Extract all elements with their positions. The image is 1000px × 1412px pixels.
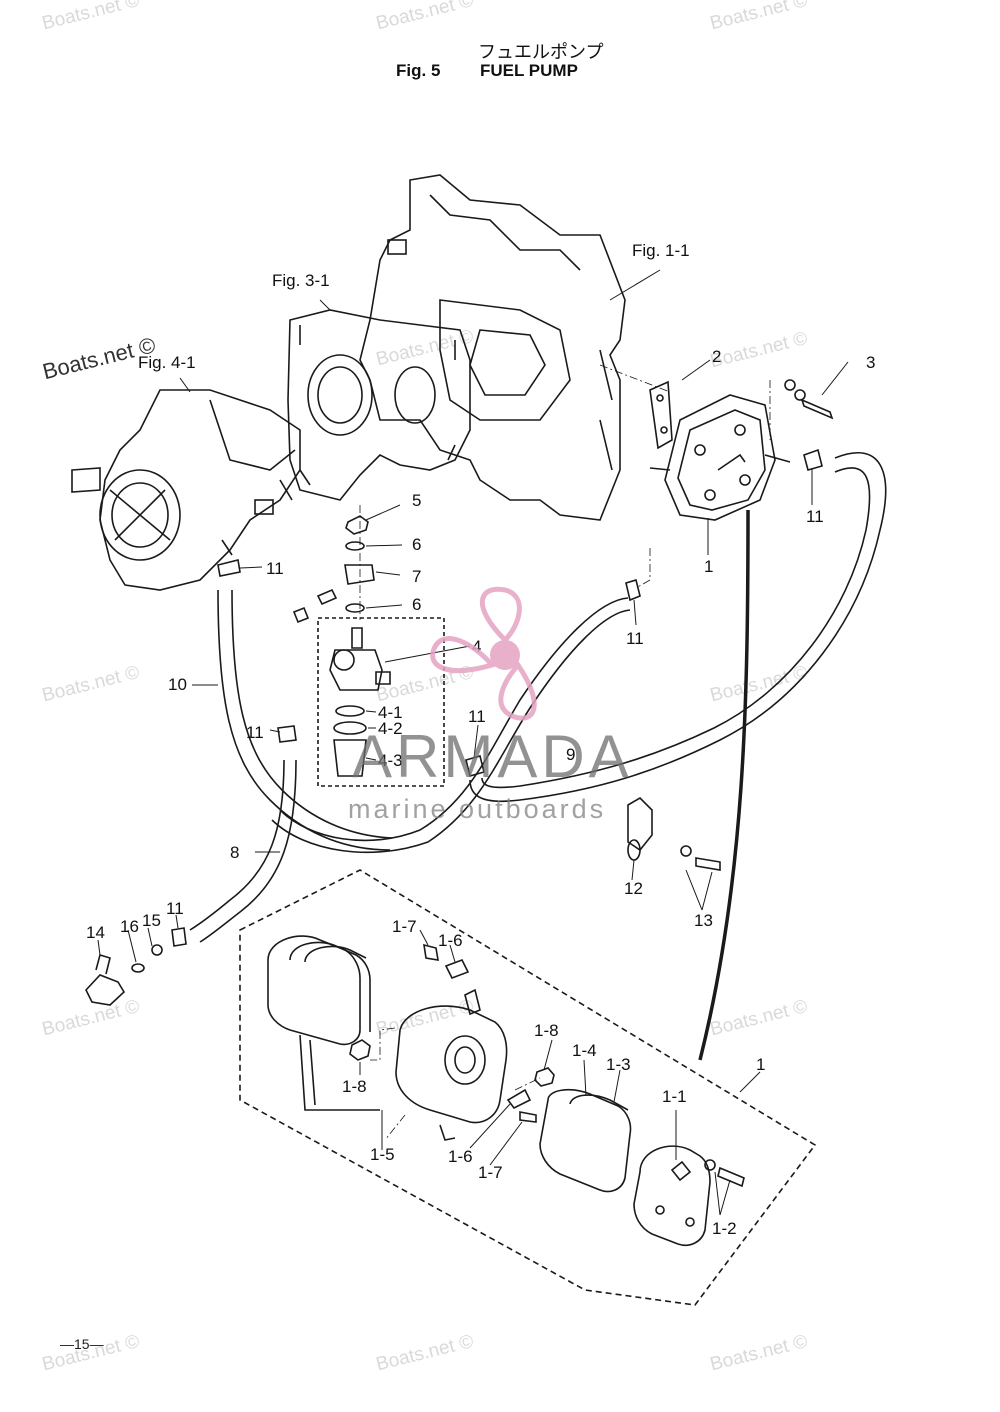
pump-bracket — [649, 380, 673, 450]
armada-logo-icon — [430, 586, 537, 721]
part-callout: 7 — [412, 567, 421, 586]
pump-cover — [633, 1145, 711, 1246]
brand-tagline: marine outboards — [348, 794, 607, 824]
part-callout: 9 — [566, 745, 575, 764]
cover-screw — [704, 1159, 745, 1188]
part-callout: 1-7 — [392, 917, 417, 936]
part-callout: 1-8 — [342, 1077, 367, 1096]
pump-bolt — [784, 379, 834, 420]
screw-1-7 — [423, 943, 537, 1123]
ref-fig-4-1: Fig. 4-1 — [138, 353, 196, 372]
pump-body — [395, 988, 508, 1141]
nut-and-washers — [344, 515, 375, 613]
ref-fig-1-1: Fig. 1-1 — [632, 241, 690, 260]
part-callout: 4 — [472, 637, 481, 656]
part-callout: 1-7 — [478, 1163, 503, 1182]
fuel-hose-10 — [217, 589, 391, 851]
hose-clamp — [171, 448, 823, 947]
part-callout: 1-6 — [438, 931, 463, 950]
part-callout: 6 — [412, 595, 421, 614]
carburetor-outline — [71, 389, 301, 591]
part-callout: 4-2 — [378, 719, 403, 738]
part-callout: 16 — [120, 917, 139, 936]
part-callout: 12 — [624, 879, 643, 898]
part-callout: 1-8 — [534, 1021, 559, 1040]
hose-clip-12 — [627, 796, 721, 871]
part-callout: 14 — [86, 923, 105, 942]
part-callout: 1-2 — [712, 1219, 737, 1238]
part-callout: 11 — [246, 723, 264, 742]
pump-diaphragm-set — [267, 935, 371, 1046]
fuel-connector-14 — [85, 944, 163, 1006]
part-callout: 11 — [468, 707, 486, 726]
part-callout: 1 — [756, 1055, 765, 1074]
brand-name: ARMADA — [352, 723, 633, 790]
part-callout: 11 — [266, 559, 284, 578]
part-callout: 11 — [166, 899, 184, 918]
page-number: —15— — [60, 1336, 104, 1352]
check-valve-1-6 — [444, 958, 532, 1110]
part-callout: 5 — [412, 491, 421, 510]
part-callout: 13 — [694, 911, 713, 930]
part-callout: 1-5 — [370, 1145, 395, 1164]
filter-assembly-box — [317, 617, 445, 787]
fuel-pump-assembly — [649, 394, 791, 521]
fuel-filter — [329, 627, 391, 777]
title-japanese: フュエルポンプ — [478, 42, 604, 63]
part-callout: 8 — [230, 843, 239, 862]
part-callout: 6 — [412, 535, 421, 554]
fuel-hose-9b — [279, 597, 629, 842]
ref-fig-3-1: Fig. 3-1 — [272, 271, 330, 290]
part-callout: 1-4 — [572, 1041, 597, 1060]
part-callout: 1-6 — [448, 1147, 473, 1166]
figure-title: FUEL PUMP — [480, 61, 578, 80]
part-callout: 1-1 — [662, 1087, 687, 1106]
part-callout: 1-3 — [606, 1055, 631, 1074]
part-callout: 4-3 — [378, 751, 403, 770]
part-callout: 3 — [866, 353, 875, 372]
part-callout: 15 — [142, 911, 161, 930]
fuel-hose-9 — [469, 452, 887, 803]
part-callout: 10 — [168, 675, 187, 694]
part-callout: 1 — [704, 557, 713, 576]
intake-manifold-outline — [287, 309, 471, 501]
fuel-hose-8 — [189, 759, 285, 931]
part-callout: 11 — [626, 629, 644, 648]
pump-gaskets — [539, 1088, 632, 1193]
pump-kit-box — [239, 869, 817, 1306]
fuel-line-thick — [698, 509, 750, 1061]
engine-block-outline — [359, 174, 626, 521]
figure-number: Fig. 5 — [396, 61, 441, 80]
part-callout: 2 — [712, 347, 721, 366]
part-callout: 11 — [806, 507, 824, 526]
part-callout: 4-1 — [378, 703, 403, 722]
